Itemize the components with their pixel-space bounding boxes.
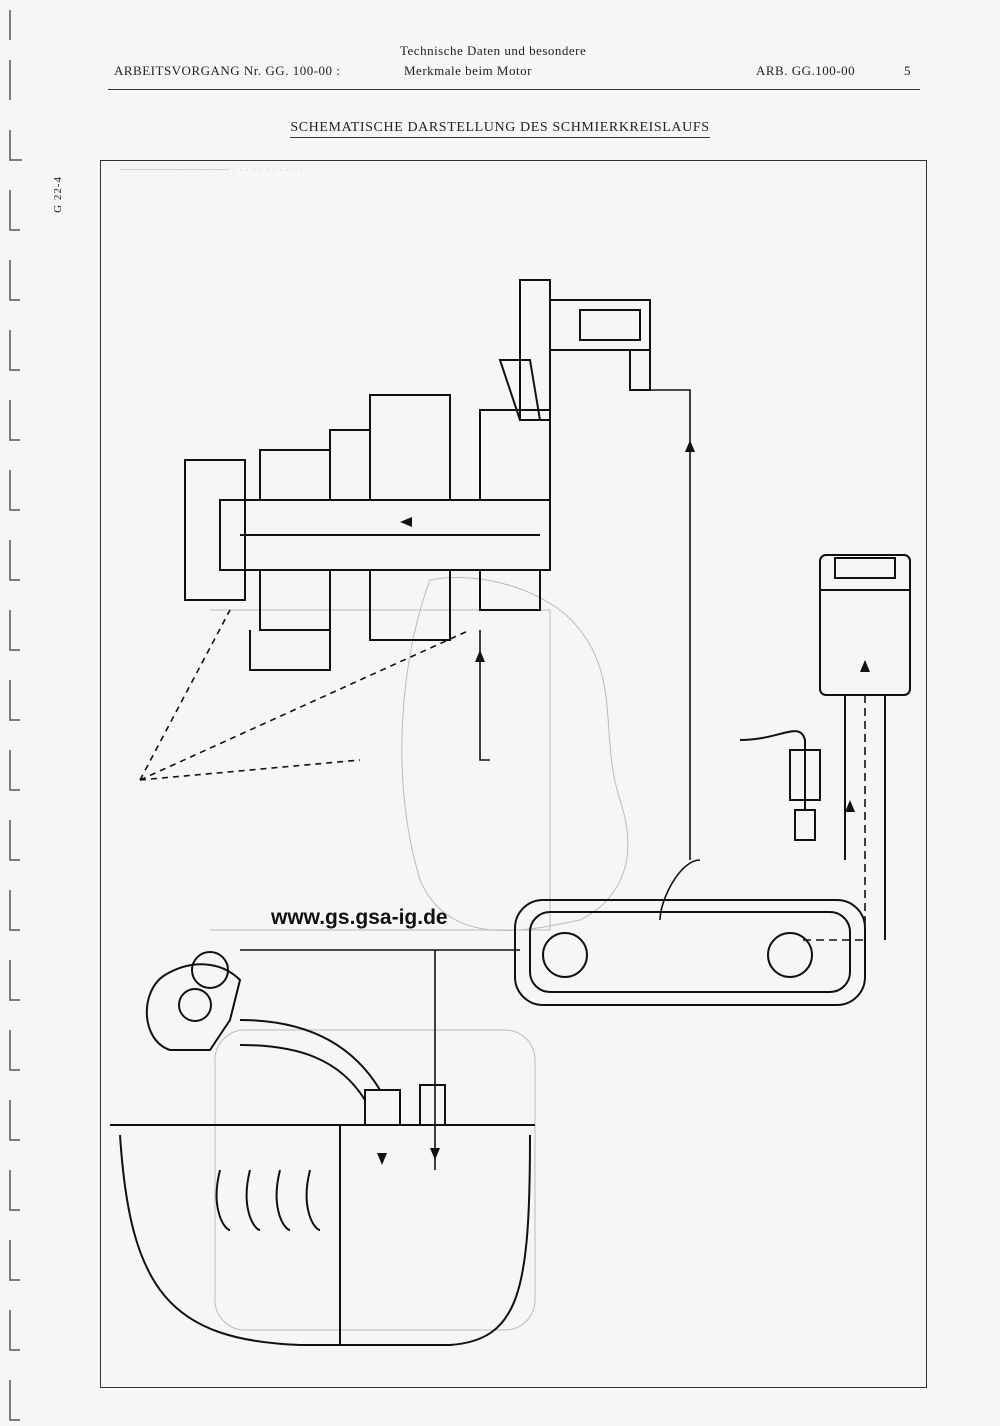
oil-splash-line-2 <box>139 629 471 781</box>
oil-sump <box>110 1084 535 1346</box>
oil-pump <box>145 951 381 1101</box>
oil-splash-line-3 <box>139 759 361 781</box>
oil-line-feed-up <box>640 389 691 860</box>
page-number: 5 <box>904 63 911 78</box>
flow-arrows <box>377 440 870 1165</box>
crankshaft-assembly <box>184 394 551 671</box>
oil-line-crank-feed <box>479 630 490 761</box>
watermark-url: www.gs.gsa-ig.de <box>271 906 448 929</box>
oil-splash-line-1 <box>139 609 231 781</box>
lubrication-schematic <box>110 279 911 1346</box>
operation-number: ARBEITSVORGANG Nr. GG. 100-00 : <box>114 63 341 78</box>
side-code: G 22-4 <box>52 176 64 213</box>
oil-line-filter-to-gallery <box>800 695 866 941</box>
diagram-title: SCHEMATISCHE DARSTELLUNG DES SCHMIERKREI… <box>0 120 1000 138</box>
diagram-frame <box>100 160 927 1388</box>
oil-cooler <box>514 899 866 1006</box>
header-ref: ARB. GG.100-00 <box>756 63 856 78</box>
page-header: ARBEITSVORGANG Nr. GG. 100-00 : Technisc… <box>108 40 920 90</box>
engine-block-outline <box>401 577 629 931</box>
header-divider <box>108 89 920 90</box>
header-subject-line1: Technische Daten und besondere <box>400 43 587 58</box>
pressure-valve <box>739 730 821 841</box>
oil-line-gallery-to-cooler <box>659 859 701 921</box>
header-subject-line2: Merkmale beim Motor <box>404 63 532 78</box>
camshaft-drive <box>498 279 651 421</box>
bleed-through-text: ────────────── · · · · · · · · · · · <box>120 164 304 176</box>
binding-margin <box>9 10 22 1421</box>
